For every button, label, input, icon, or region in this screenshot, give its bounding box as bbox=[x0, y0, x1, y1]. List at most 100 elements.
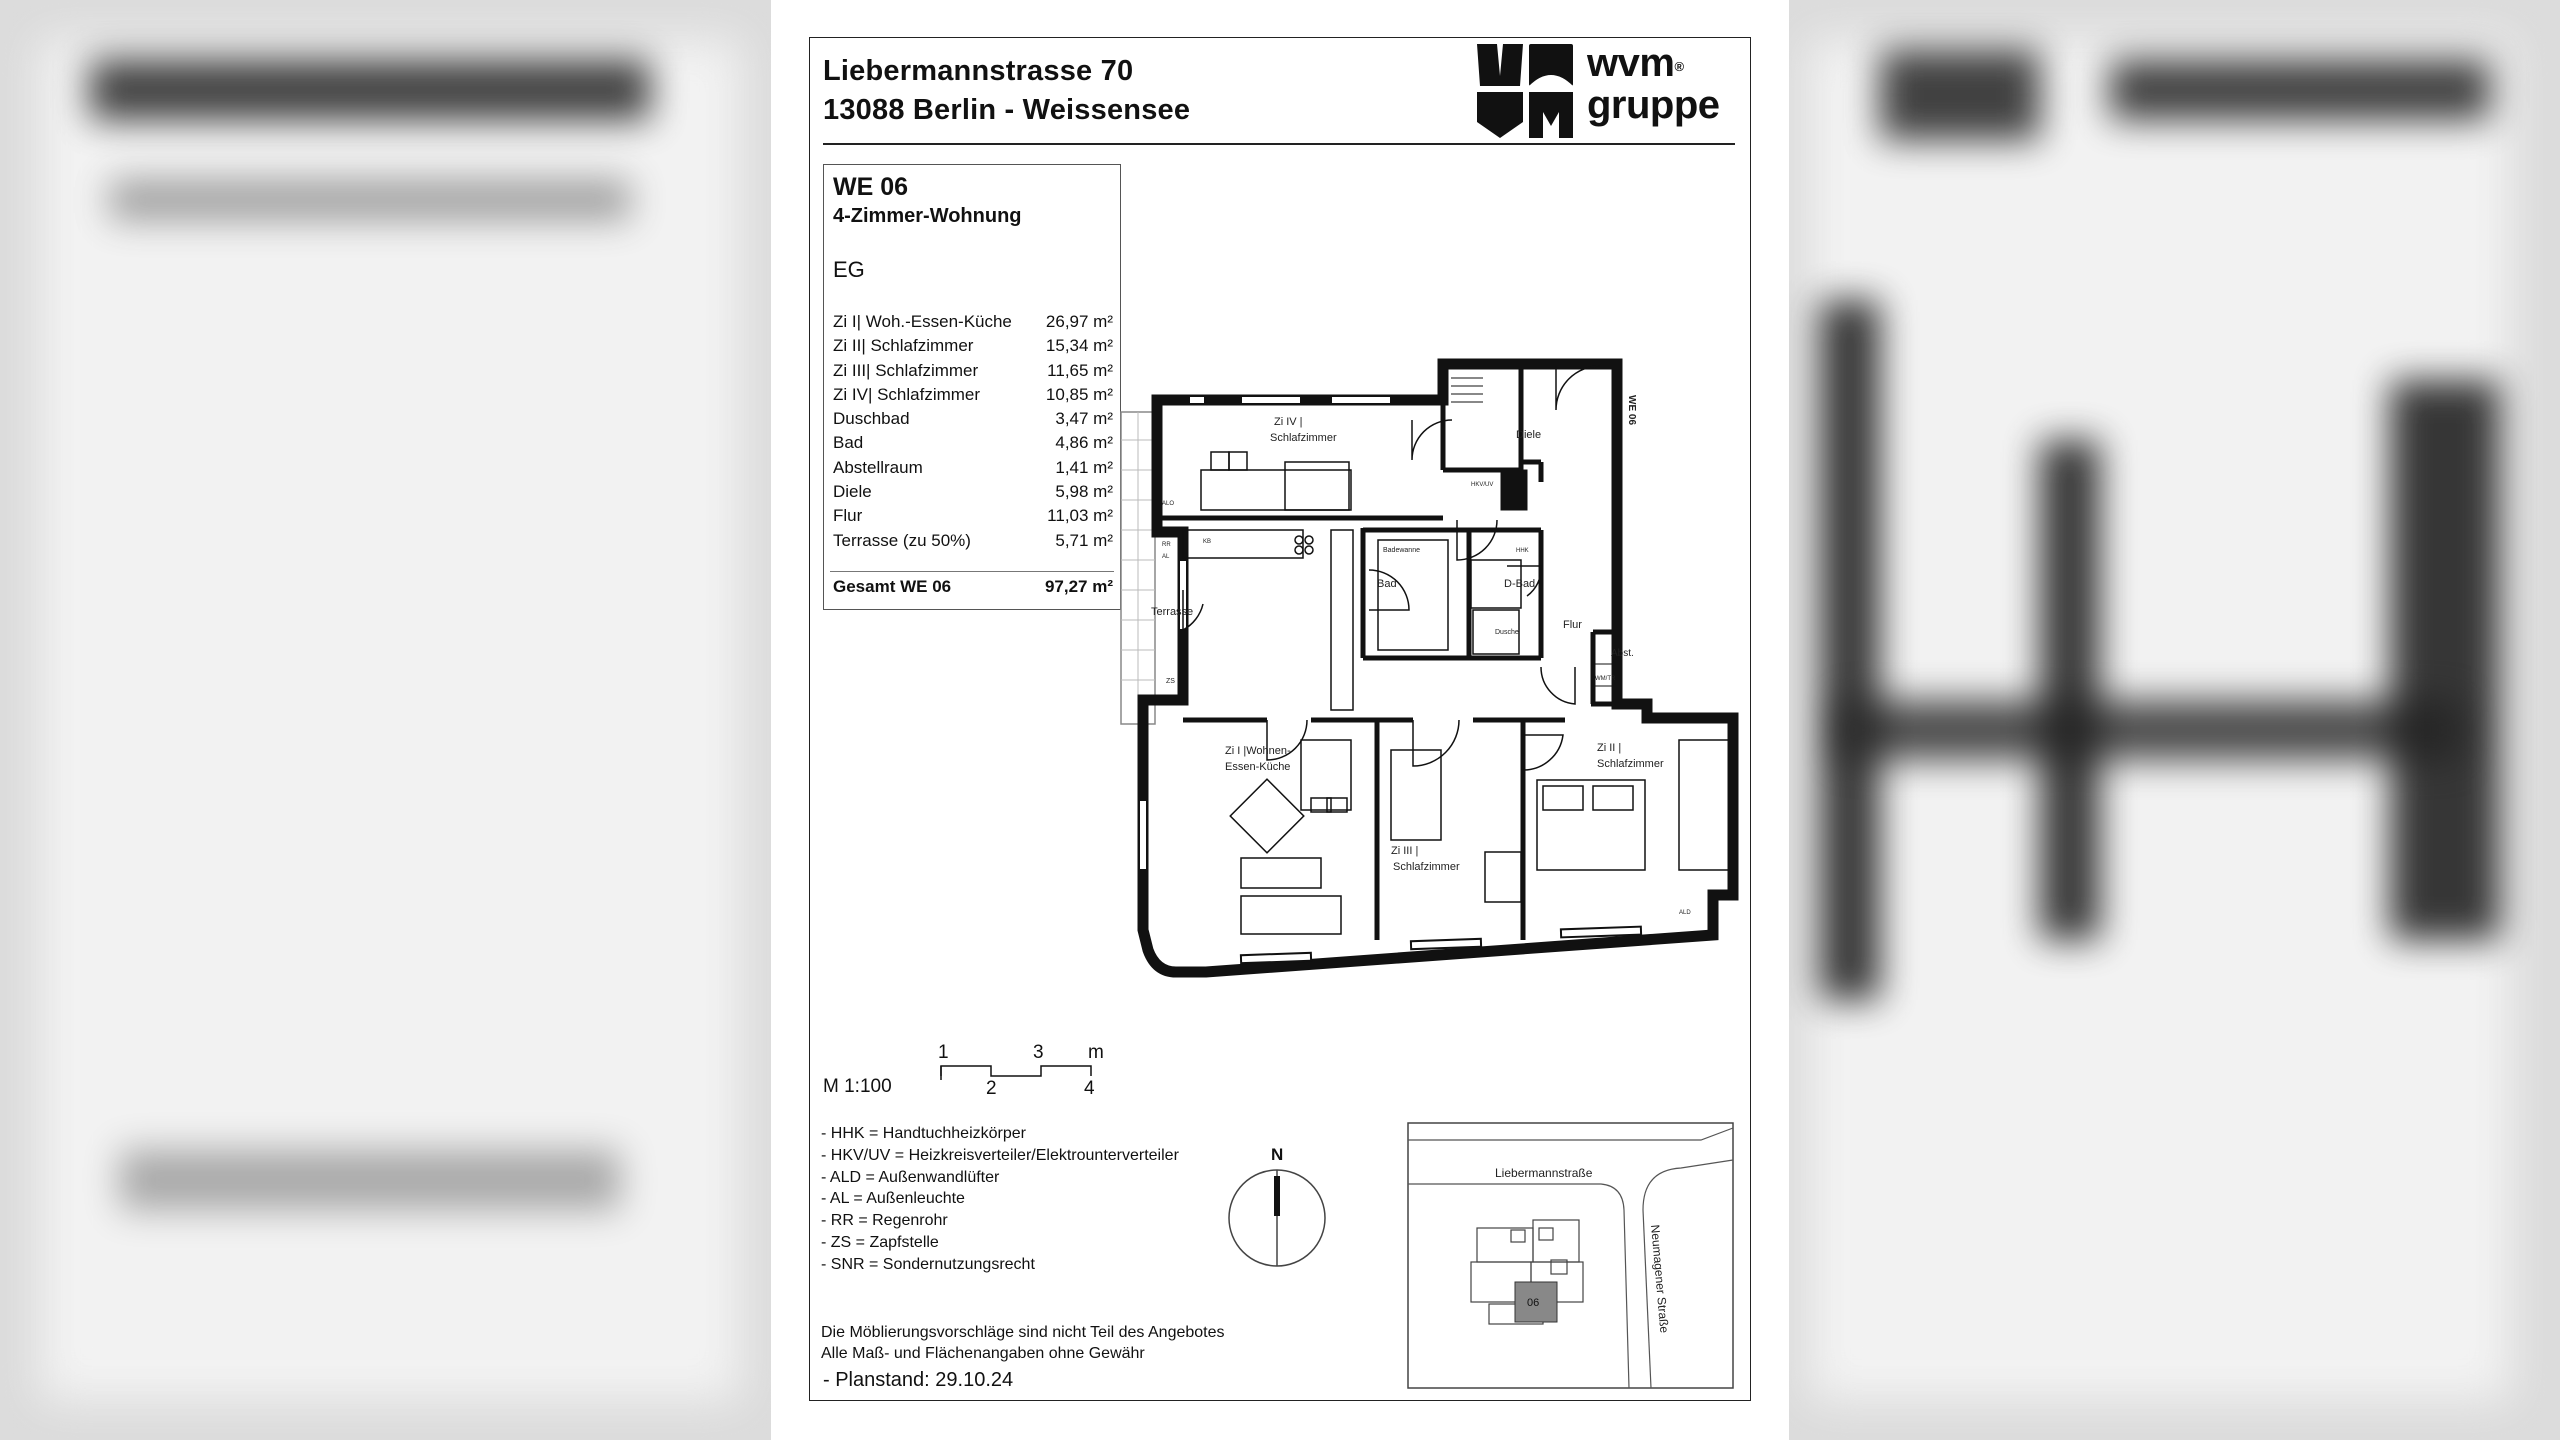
scale-numbers: 1 3 m 2 4 bbox=[938, 1042, 1104, 1099]
room-name: Diele bbox=[833, 482, 872, 502]
room-name: Zi IV| Schlafzimmer bbox=[833, 384, 981, 404]
room-name: Duschbad bbox=[833, 409, 910, 429]
scale-tick-3: 3 bbox=[1033, 1042, 1044, 1063]
floor-plan-drawing: Zi IV | Schlafzimmer Diele WE 06 Bad D-B… bbox=[938, 358, 1739, 1389]
plan-label-wm: WM/TR bbox=[1595, 676, 1616, 682]
outer-walls bbox=[1137, 358, 1739, 978]
room-row: Abstellraum 1,41 m² bbox=[833, 456, 1113, 480]
unit-floor: EG bbox=[833, 257, 865, 282]
logo-reg-mark: ® bbox=[1674, 59, 1684, 74]
room-name: Zi I| Woh.-Essen-Küche bbox=[833, 312, 1012, 331]
legend-item: - ZS = Zapfstelle bbox=[821, 1233, 939, 1251]
interior-walls bbox=[1157, 364, 1647, 940]
plan-label-al: AL bbox=[1162, 554, 1170, 560]
bg-wall-2 bbox=[2040, 440, 2100, 940]
total-label: Gesamt WE 06 bbox=[833, 577, 952, 596]
address-block: Liebermannstrasse 70 13088 Berlin - Weis… bbox=[823, 52, 1190, 130]
bg-wall-3 bbox=[2390, 380, 2500, 940]
plan-label-zi3a: Zi III | bbox=[1391, 845, 1418, 857]
site-street-1: Liebermannstraße bbox=[1495, 1166, 1593, 1180]
room-name: Flur bbox=[833, 506, 863, 526]
plan-label-abst: Abst. bbox=[1611, 648, 1634, 659]
bg-title-right bbox=[2110, 60, 2490, 120]
legend-item: - SNR = Sondernutzungsrecht bbox=[821, 1255, 1035, 1273]
scale-tick-1: 1 bbox=[938, 1042, 949, 1063]
bg-light-left bbox=[40, 40, 740, 1400]
plan-label-dbad: D-Bad bbox=[1504, 578, 1535, 590]
room-row: Terrasse (zu 50%) 5,71 m² bbox=[833, 529, 1113, 553]
plan-label-terrasse: Terrasse bbox=[1151, 606, 1193, 618]
room-name: Zi II| Schlafzimmer bbox=[833, 336, 974, 356]
room-area: 3,47 m² bbox=[1055, 409, 1113, 429]
disclaimer-line1: Die Möblierungsvorschläge sind nicht Tei… bbox=[821, 1324, 1225, 1341]
disclaimer-note: Die Möblierungsvorschläge sind nicht Tei… bbox=[821, 1322, 1225, 1364]
unit-id: WE 06 bbox=[833, 173, 909, 201]
bg-logo-right bbox=[1880, 50, 2040, 140]
plan-labels: Zi IV | Schlafzimmer Diele WE 06 Bad D-B… bbox=[1151, 395, 1691, 916]
plan-label-zi2b: Schlafzimmer bbox=[1597, 758, 1664, 770]
bg-title-left bbox=[90, 60, 650, 120]
furniture bbox=[1182, 451, 1730, 935]
terrace-tiles bbox=[1121, 412, 1155, 724]
plan-date: - Planstand: 29.10.24 bbox=[823, 1369, 1014, 1391]
room-row: Zi I| Woh.-Essen-Küche 26,97 m² bbox=[833, 310, 1113, 334]
legend-item: - RR = Regenrohr bbox=[821, 1212, 948, 1230]
bg-text-left-2 bbox=[120, 1150, 620, 1210]
room-area: 5,71 m² bbox=[1055, 530, 1113, 550]
total-area: 97,27 m² bbox=[1044, 577, 1113, 596]
wvm-logo: wvm® gruppe bbox=[1475, 42, 1745, 140]
room-row: Zi IV| Schlafzimmer 10,85 m² bbox=[833, 383, 1113, 407]
room-area: 4,86 m² bbox=[1055, 433, 1113, 453]
header-divider bbox=[823, 143, 1735, 145]
address-line2: 13088 Berlin - Weissensee bbox=[823, 94, 1191, 126]
scale-tick-m: m bbox=[1088, 1042, 1104, 1063]
scale-tick-4: 4 bbox=[1084, 1078, 1095, 1099]
room-area: 26,97 m² bbox=[1045, 312, 1113, 331]
unit-info-box: WE 06 4-Zimmer-Wohnung EG Zi I| Woh.-Ess… bbox=[823, 164, 1121, 610]
plan-label-ald: ALD bbox=[1679, 910, 1691, 916]
plan-label-badewanne: Badewanne bbox=[1383, 547, 1420, 554]
plan-label-zi4: Zi IV | bbox=[1274, 416, 1303, 428]
floorplan-sheet: Liebermannstrasse 70 13088 Berlin - Weis… bbox=[771, 0, 1789, 1440]
sheet-frame bbox=[809, 37, 1751, 1401]
site-map: 06 Liebermannstraße Neumagener Straße bbox=[1407, 1122, 1734, 1389]
total-divider bbox=[830, 571, 1114, 572]
room-area: 1,41 m² bbox=[1055, 457, 1113, 477]
logo-mark-icon bbox=[1477, 44, 1573, 138]
plan-label-we06: WE 06 bbox=[1626, 395, 1637, 425]
plan-label-zi2a: Zi II | bbox=[1597, 742, 1621, 754]
room-name: Abstellraum bbox=[833, 457, 923, 477]
room-row: Duschbad 3,47 m² bbox=[833, 407, 1113, 431]
scale-bar bbox=[940, 1065, 1092, 1080]
bg-text-left bbox=[110, 180, 630, 220]
logo-brand-text: wvm® gruppe bbox=[1587, 42, 1720, 126]
address-line1: Liebermannstrasse 70 bbox=[823, 55, 1134, 87]
doors bbox=[1182, 365, 1601, 771]
plan-label-zi4b: Schlafzimmer bbox=[1270, 432, 1337, 444]
plan-label-diele: Diele bbox=[1516, 429, 1541, 441]
room-area: 15,34 m² bbox=[1045, 336, 1113, 356]
legend-item: - ALD = Außenwandlüfter bbox=[821, 1168, 1000, 1186]
plan-label-bad: Bad bbox=[1377, 578, 1397, 590]
plan-label-alo: ALO bbox=[1162, 501, 1174, 507]
site-unit-label: 06 bbox=[1527, 1297, 1539, 1309]
windows bbox=[1138, 395, 1643, 965]
scale-tick-2: 2 bbox=[986, 1078, 997, 1099]
legend-item: - AL = Außenleuchte bbox=[821, 1190, 965, 1208]
plan-label-hkv: HKV/UV bbox=[1471, 482, 1493, 488]
room-area: 5,98 m² bbox=[1055, 482, 1113, 502]
plan-label-hhk: HHK bbox=[1516, 548, 1529, 554]
room-name: Terrasse (zu 50%) bbox=[833, 530, 971, 550]
plan-label-rr: RR bbox=[1162, 542, 1171, 548]
abbreviation-legend: - HHK = Handtuchheizkörper - HKV/UV = He… bbox=[821, 1123, 1179, 1276]
plan-label-dusche: Dusche bbox=[1495, 629, 1519, 636]
plan-label-zi1a: Zi I |Wohnen- bbox=[1225, 745, 1291, 757]
legend-item: - HHK = Handtuchheizkörper bbox=[821, 1125, 1026, 1142]
room-area: 11,65 m² bbox=[1047, 360, 1113, 380]
plan-label-zi3b: Schlafzimmer bbox=[1393, 861, 1460, 873]
logo-brand-line2: gruppe bbox=[1587, 83, 1720, 127]
room-area: 10,85 m² bbox=[1045, 384, 1113, 404]
north-arrow: N bbox=[1228, 1145, 1326, 1267]
